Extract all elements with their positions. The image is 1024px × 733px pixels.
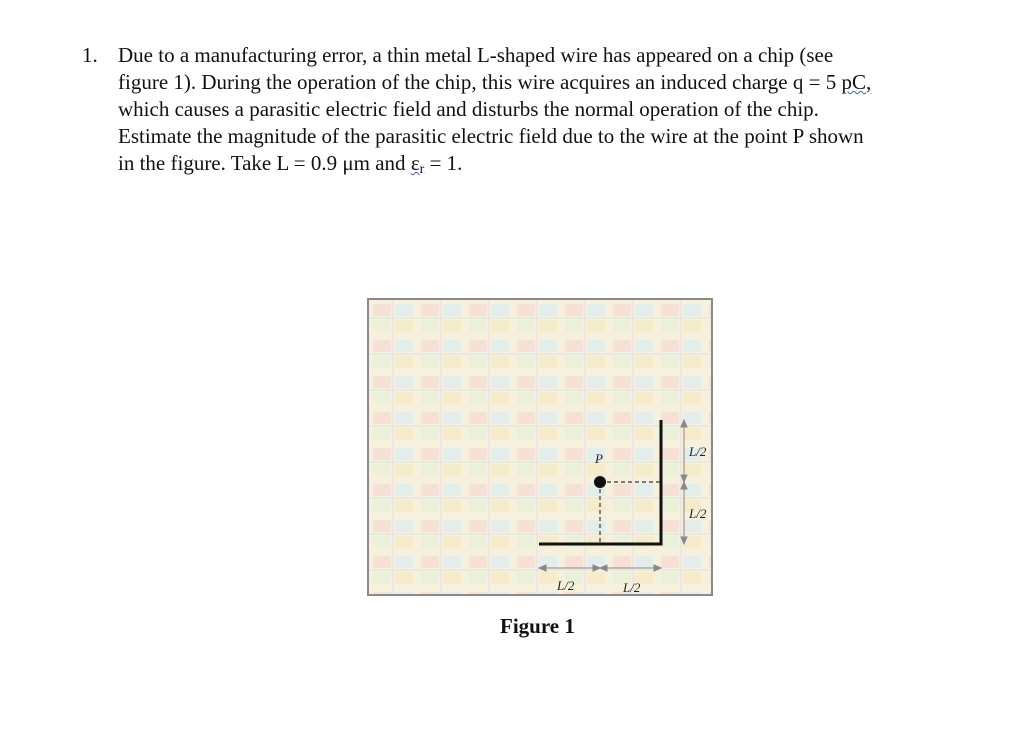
point-p-marker: [594, 476, 606, 488]
charge-unit: pC,: [841, 70, 872, 94]
problem-line-1: Due to a manufacturing error, a thin met…: [118, 43, 834, 67]
problem-line-5-text: in the figure. Take L = 0.9 μm and: [118, 151, 411, 175]
dimension-label-vertical-lower: L/2: [688, 506, 707, 521]
dimension-label-horizontal-left: L/2: [556, 578, 575, 593]
problem-line-3: which causes a parasitic electric field …: [118, 97, 819, 121]
problem-text: Due to a manufacturing error, a thin met…: [118, 42, 998, 183]
dimension-label-horizontal-right: L/2: [622, 580, 641, 595]
vertical-dimension-arrows: [680, 418, 688, 546]
problem-line-4: Estimate the magnitude of the parasitic …: [118, 124, 864, 148]
point-p-label: P: [594, 451, 603, 466]
epsilon-char: ε: [410, 151, 420, 175]
problem-line-2-text: figure 1). During the operation of the c…: [118, 70, 842, 94]
chip-diagram: P L/2 L/2 L/2 L/2: [369, 300, 711, 595]
epsilon-symbol: εr: [410, 151, 425, 177]
chip-figure: P L/2 L/2 L/2 L/2: [367, 298, 713, 596]
epsilon-value: = 1.: [424, 151, 463, 175]
problem-number: 1.: [82, 43, 98, 67]
epsilon-subscript: r: [419, 162, 425, 177]
figure-caption: Figure 1: [500, 614, 575, 638]
dimension-label-vertical-upper: L/2: [688, 444, 707, 459]
horizontal-dimension-arrows: [537, 564, 663, 572]
problem-line-5: in the figure. Take L = 0.9 μm and εr = …: [118, 150, 998, 183]
problem-line-2: figure 1). During the operation of the c…: [118, 69, 998, 96]
